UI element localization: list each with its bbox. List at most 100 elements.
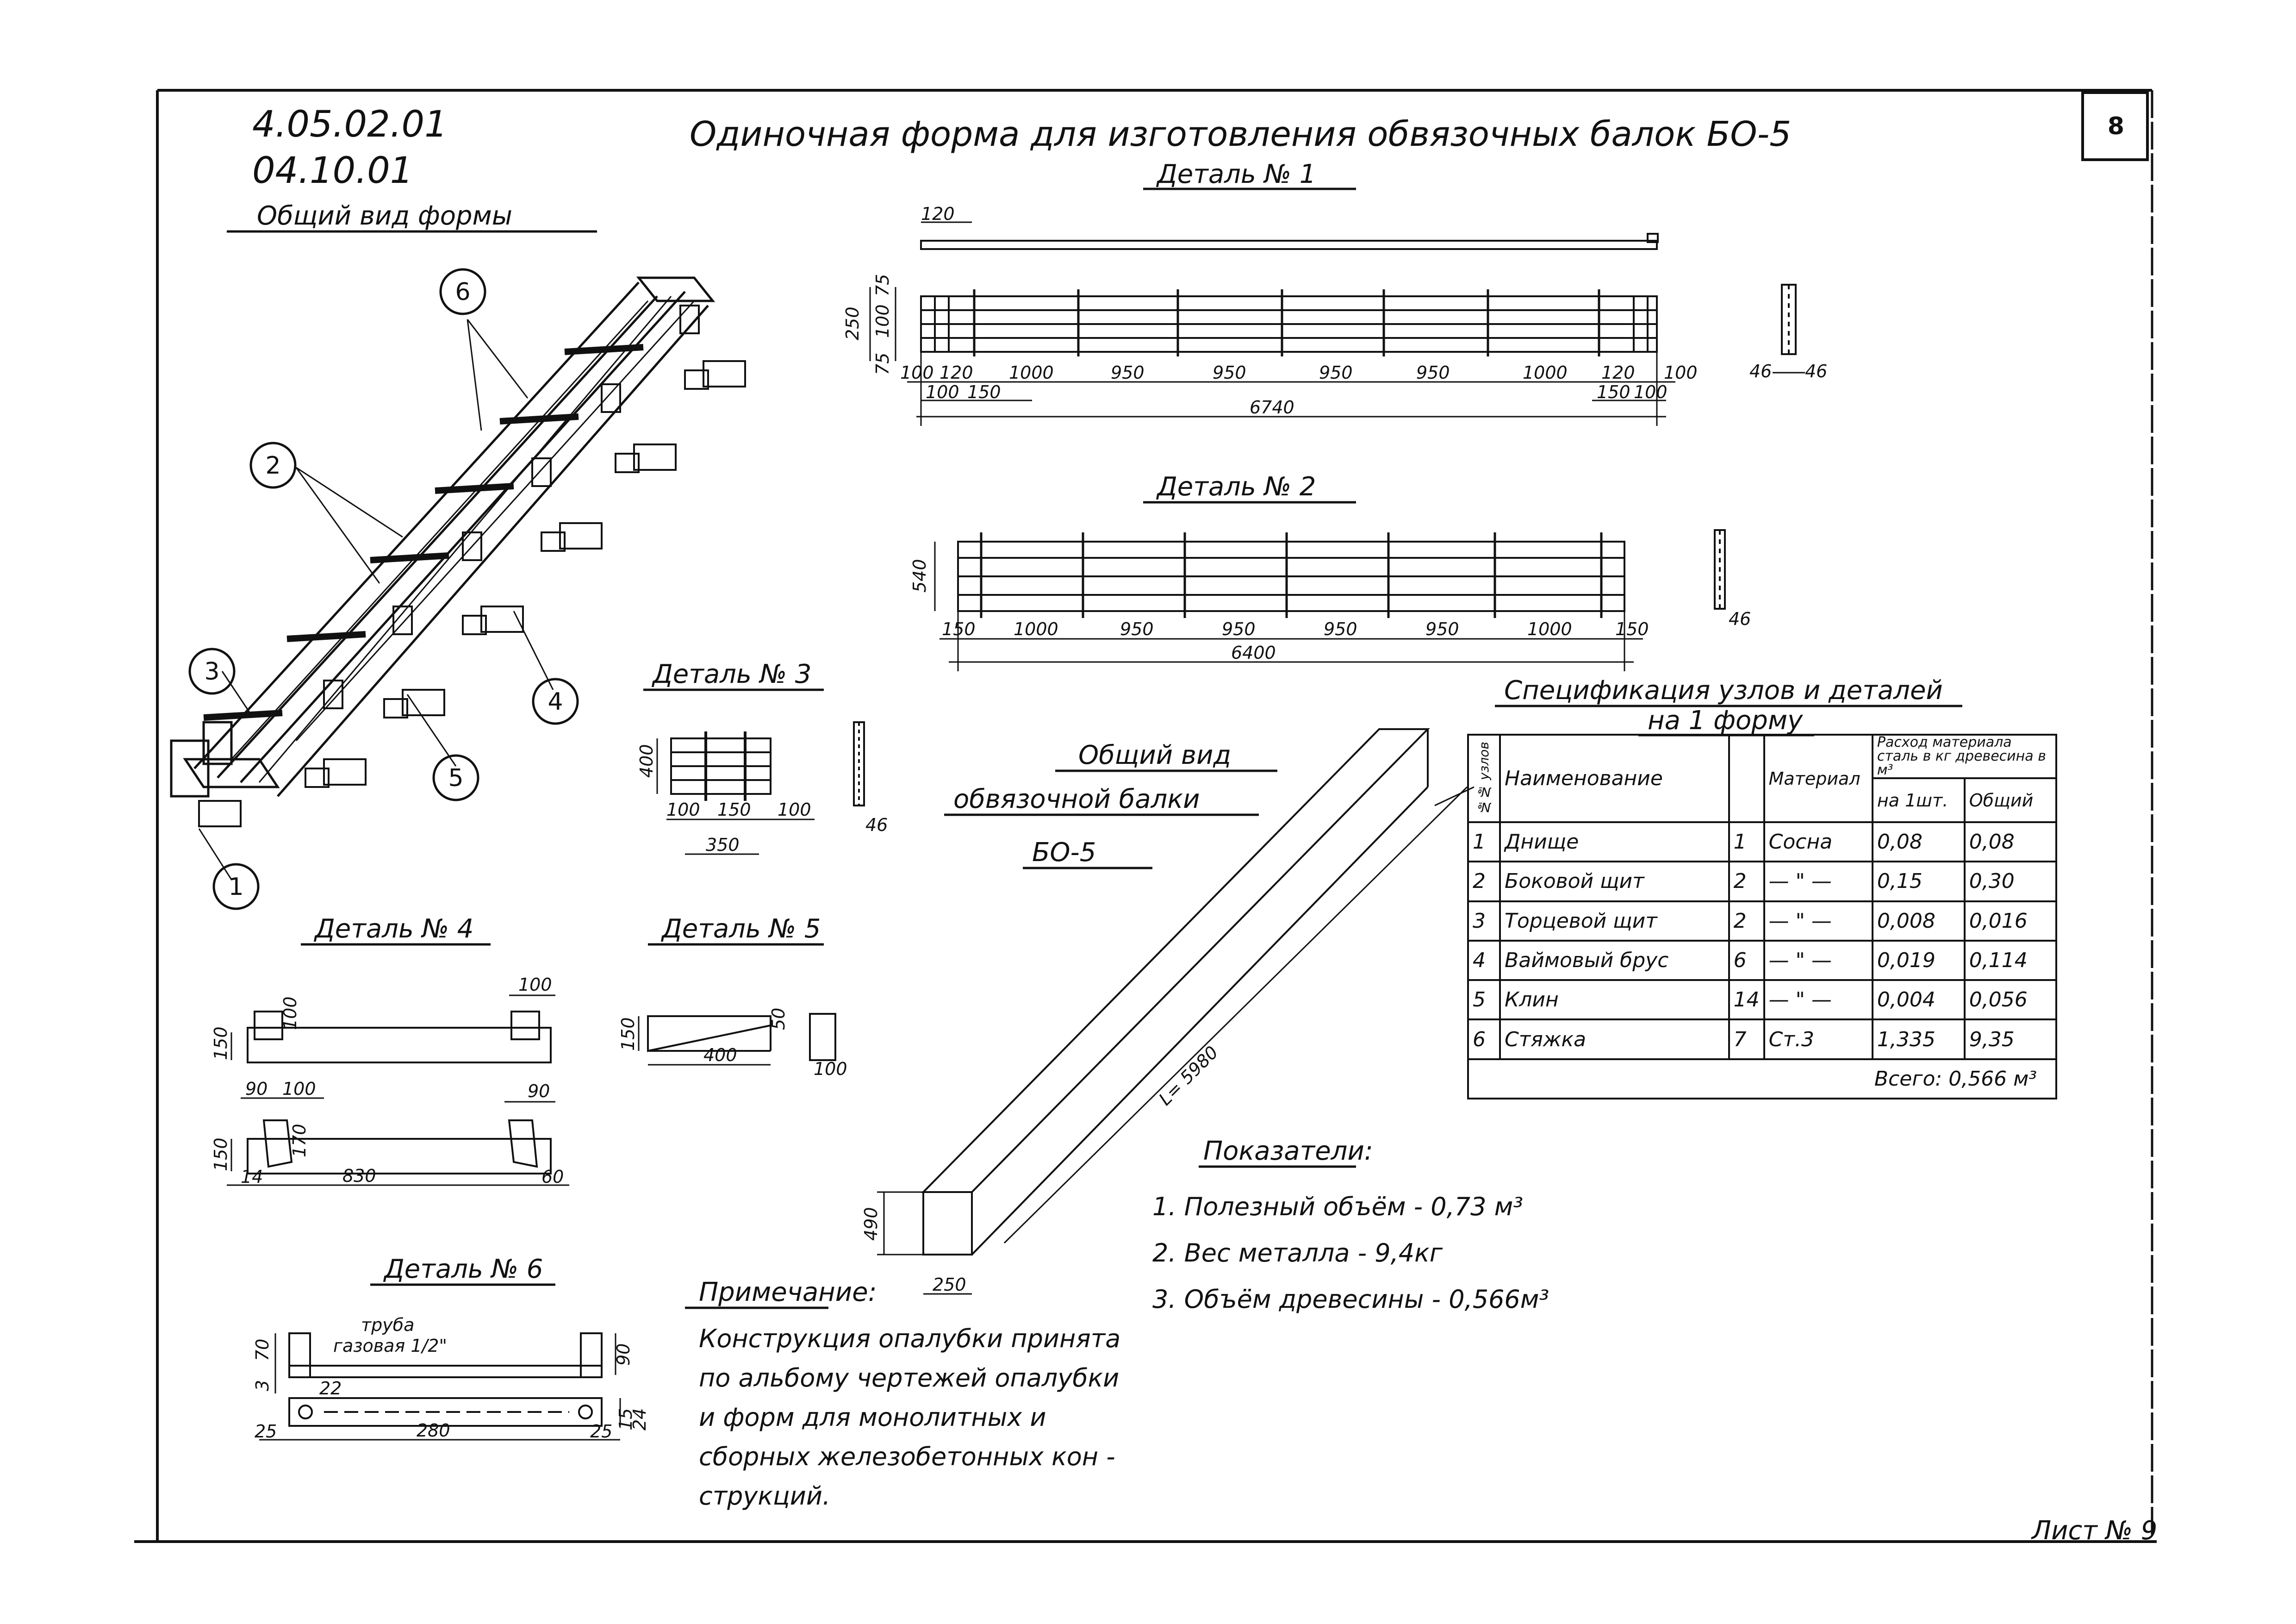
spec-col-name: Наименование	[1499, 734, 1730, 823]
svg-text:120: 120	[1601, 362, 1635, 383]
svg-text:950: 950	[1213, 362, 1246, 383]
sheet-frame	[134, 89, 2157, 1543]
svg-text:120: 120	[921, 204, 955, 224]
svg-text:100: 100	[900, 362, 934, 383]
svg-text:1000: 1000	[1009, 362, 1054, 383]
svg-text:15: 15	[616, 1408, 636, 1430]
callout-5: 5	[432, 754, 479, 801]
svg-text:100: 100	[518, 974, 552, 995]
detail1-drawing	[869, 221, 1805, 426]
svg-text:350: 350	[706, 835, 740, 855]
spec-title-1: Спецификация узлов и деталей	[1504, 675, 1943, 706]
beam-heading-3: БО-5	[1032, 837, 1096, 868]
svg-text:3: 3	[204, 658, 219, 686]
svg-text:90: 90	[245, 1079, 268, 1099]
svg-text:150: 150	[211, 1137, 231, 1171]
svg-text:950: 950	[1324, 619, 1357, 639]
beam-heading-2: обвязочной балки	[953, 784, 1200, 814]
detail3-drawing	[656, 721, 865, 855]
general-view-heading: Общий вид формы	[257, 201, 512, 231]
detail5-heading: Деталь № 5	[660, 914, 821, 944]
svg-text:75: 75	[872, 353, 893, 375]
beam-heading-1: Общий вид	[1078, 740, 1231, 770]
spec-table-wrap: №№ узлов Наименование Материал Расход ма…	[1467, 734, 2058, 1100]
spec-col-consumption: Расход материала сталь в кг древесина в …	[1871, 734, 2058, 779]
svg-text:950: 950	[1416, 362, 1450, 383]
svg-text:830: 830	[342, 1166, 376, 1186]
svg-text:90: 90	[613, 1343, 634, 1366]
svg-text:150: 150	[1597, 382, 1630, 402]
svg-text:6400: 6400	[1231, 643, 1276, 663]
detail4-heading: Деталь № 4	[313, 914, 473, 944]
beam-isometric	[877, 728, 1475, 1295]
svg-text:950: 950	[1319, 362, 1353, 383]
spec-col-material: Материал	[1763, 734, 1873, 823]
callout-3: 3	[188, 648, 236, 695]
detail4-dims: 100 150 100 90 100 90 150 170 14 830 60	[211, 974, 564, 1187]
detail4-drawing	[227, 994, 569, 1186]
spec-total-row: Всего: 0,566 м³	[1467, 1058, 2057, 1100]
drawing-code-2: 04.10.01	[252, 150, 413, 192]
spec-header-row-1: №№ узлов Наименование Материал Расход ма…	[1468, 734, 2058, 823]
svg-text:46: 46	[1805, 361, 1827, 381]
svg-text:170: 170	[289, 1124, 310, 1157]
detail6-drawing	[259, 1332, 621, 1441]
beam-length: L= 5980	[1155, 1042, 1222, 1110]
indicators-heading: Показатели:	[1203, 1136, 1373, 1166]
svg-text:1000: 1000	[1523, 362, 1568, 383]
svg-text:400: 400	[703, 1045, 737, 1065]
svg-text:75: 75	[872, 274, 893, 296]
detail5-drawing	[638, 1013, 836, 1066]
svg-text:950: 950	[1111, 362, 1145, 383]
footer-sheet-label: Лист № 9	[2031, 1516, 2157, 1546]
svg-text:14: 14	[241, 1167, 263, 1187]
spec-col-per-unit: на 1шт.	[1871, 777, 1966, 823]
svg-text:25: 25	[590, 1421, 612, 1442]
svg-text:950: 950	[1425, 619, 1459, 639]
svg-text:150: 150	[618, 1017, 638, 1051]
svg-text:46: 46	[1729, 609, 1751, 629]
spec-col-total: Общий	[1963, 777, 2058, 823]
svg-text:100: 100	[1634, 382, 1668, 402]
spec-col-no: №№ узлов	[1468, 735, 1500, 822]
svg-text:1: 1	[228, 873, 243, 901]
svg-text:100: 100	[1664, 362, 1698, 383]
svg-text:5: 5	[448, 764, 463, 792]
svg-text:150: 150	[1615, 619, 1649, 639]
svg-text:3: 3	[252, 1380, 273, 1391]
detail2-heading: Деталь № 2	[1156, 472, 1316, 502]
detail6-heading: Деталь № 6	[383, 1254, 543, 1284]
detail6-dims: труба газовая 1/2" 70 3 90 22 25 280 25 …	[252, 1315, 650, 1442]
note-line-3: и форм для монолитных и	[699, 1403, 1046, 1432]
svg-text:46: 46	[865, 815, 888, 835]
indicator-2: 2. Вес металла - 9,4кг	[1152, 1238, 1443, 1268]
svg-text:6740: 6740	[1250, 397, 1294, 418]
detail1-dims: 120 250 75 100 75 100 120 1000 950 950 9…	[842, 204, 1827, 418]
detail1-heading: Деталь № 1	[1156, 159, 1316, 189]
svg-text:100: 100	[666, 800, 700, 820]
svg-text:2: 2	[265, 452, 280, 480]
form-isometric	[170, 276, 746, 880]
svg-text:950: 950	[1222, 619, 1256, 639]
note-line-2: по альбому чертежей опалубки	[699, 1363, 1119, 1393]
spec-table: №№ узлов Наименование Материал Расход ма…	[1467, 734, 2058, 1100]
detail6-pipe-label-1: труба	[361, 1315, 414, 1335]
detail3-heading: Деталь № 3	[651, 659, 811, 689]
detail5-dims: 150 400 50 100	[618, 1008, 847, 1079]
svg-text:280: 280	[417, 1420, 450, 1441]
drawing-code-1: 4.05.02.01	[252, 104, 448, 145]
svg-text:150: 150	[967, 382, 1001, 402]
note-line-1: Конструкция опалубки принята	[699, 1324, 1120, 1353]
svg-text:60: 60	[541, 1167, 564, 1187]
svg-text:100: 100	[280, 996, 300, 1030]
svg-text:50: 50	[768, 1008, 789, 1030]
spec-total: Всего: 0,566 м³	[1467, 1058, 2057, 1100]
svg-text:100: 100	[872, 304, 893, 338]
svg-text:100: 100	[282, 1079, 316, 1099]
sheet-number: 8	[2108, 112, 2124, 140]
svg-text:90: 90	[528, 1081, 550, 1101]
